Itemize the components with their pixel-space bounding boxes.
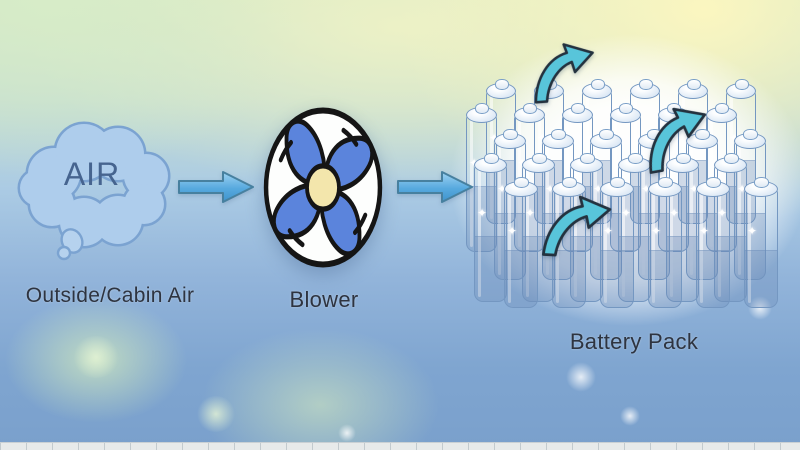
- battery-terminal: [599, 129, 615, 140]
- battery-cell-icon: ✦: [734, 129, 766, 280]
- sparkle-icon: ✦: [747, 224, 758, 239]
- airflow-arrow-icon: [534, 43, 594, 104]
- battery-cell-icon: ✦: [696, 177, 730, 308]
- air-cloud-icon: [6, 112, 178, 262]
- battery-pack-icon: ✦✦✦✦✦✦✦✦✦✦✦✦✦✦✦✦✦✦✦✦✦✦✦✦✦✦✦✦✦✦: [464, 48, 800, 324]
- battery-terminal: [686, 79, 701, 90]
- battery-terminal: [627, 153, 643, 164]
- battery-terminal: [561, 177, 578, 188]
- battery-terminal: [590, 79, 605, 90]
- battery-terminal: [570, 103, 586, 114]
- air-cloud-label: AIR: [63, 156, 121, 192]
- battery-terminal: [618, 103, 634, 114]
- flow-arrow-icon: [178, 171, 254, 203]
- battery-terminal: [753, 177, 770, 188]
- battery-terminal: [474, 103, 490, 114]
- battery-terminal: [675, 153, 691, 164]
- sparkle-icon: ✦: [477, 205, 488, 220]
- battery-cell-icon: ✦: [714, 153, 747, 302]
- bokeh-dot: [338, 424, 356, 442]
- battery-terminal: [695, 129, 711, 140]
- battery-terminal: [734, 79, 749, 90]
- battery-terminal: [531, 153, 547, 164]
- caption-battery-pack: Battery Pack: [569, 329, 699, 354]
- battery-cell-icon: ✦: [474, 153, 507, 302]
- sparkle-icon: ✦: [651, 224, 662, 239]
- caption-outside-cabin-air: Outside/Cabin Air: [25, 284, 195, 307]
- sparkle-icon: ✦: [699, 224, 710, 239]
- caption-blower: Blower: [289, 287, 359, 312]
- battery-terminal: [494, 79, 509, 90]
- battery-terminal: [657, 177, 674, 188]
- battery-body: ✦: [570, 164, 603, 302]
- battery-body: ✦: [714, 164, 747, 302]
- battery-terminal: [579, 153, 595, 164]
- battery-body: ✦: [648, 188, 682, 308]
- battery-cell-icon: ✦: [648, 177, 682, 308]
- battery-terminal: [743, 129, 759, 140]
- battery-terminal: [483, 153, 499, 164]
- battery-cell-icon: ✦: [466, 103, 497, 252]
- battery-terminal: [723, 153, 739, 164]
- flow-arrow-icon: [397, 171, 473, 203]
- bokeh-dot: [196, 396, 236, 432]
- battery-terminal: [503, 129, 519, 140]
- bokeh-dot: [620, 406, 640, 426]
- battery-cell-icon: ✦: [570, 153, 603, 302]
- airflow-arrow-icon: [542, 195, 612, 257]
- battery-cell-icon: ✦: [504, 177, 538, 308]
- battery-terminal: [714, 103, 730, 114]
- battery-terminal: [705, 177, 722, 188]
- blower-fan-icon: [263, 107, 383, 268]
- battery-terminal: [638, 79, 653, 90]
- battery-cell-icon: ✦: [666, 153, 699, 302]
- battery-body: ✦: [744, 188, 778, 308]
- sparkle-icon: ✦: [507, 224, 518, 239]
- bottom-filmstrip-bar: [0, 442, 800, 450]
- battery-body: ✦: [504, 188, 538, 308]
- battery-terminal: [551, 129, 567, 140]
- battery-body: ✦: [474, 164, 507, 302]
- battery-terminal: [609, 177, 626, 188]
- battery-terminal: [522, 103, 538, 114]
- battery-body: ✦: [696, 188, 730, 308]
- airflow-arrow-icon: [649, 107, 707, 174]
- battery-body: ✦: [666, 164, 699, 302]
- bokeh-dot: [566, 362, 596, 392]
- battery-body: ✦: [466, 114, 497, 252]
- bokeh-dot: [72, 336, 120, 378]
- battery-terminal: [513, 177, 530, 188]
- battery-cell-icon: ✦: [744, 177, 778, 308]
